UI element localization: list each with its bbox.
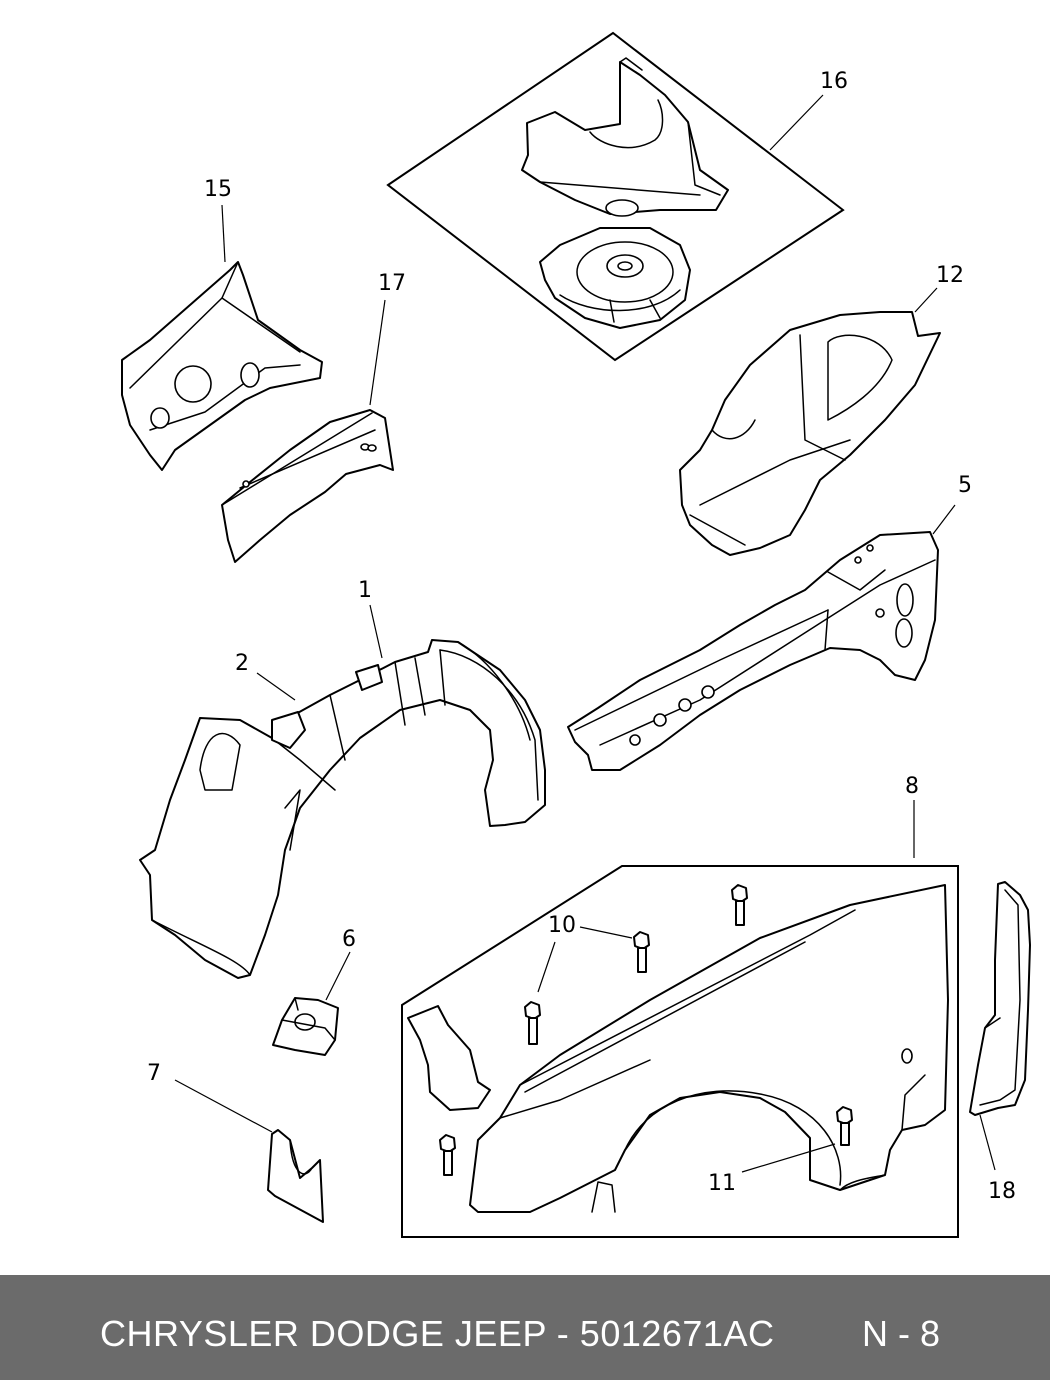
callout-12: 12 bbox=[936, 263, 964, 288]
bolt bbox=[524, 1001, 541, 1045]
callout-18: 18 bbox=[988, 1179, 1016, 1204]
part-15-bracket: 15 bbox=[121, 177, 323, 471]
part-12-wheelhouse-panel: 12 bbox=[679, 263, 964, 556]
page-reference: N - 8 bbox=[862, 1313, 941, 1354]
part-6-clip-nut: 6 bbox=[272, 927, 356, 1056]
callout-1: 1 bbox=[358, 578, 372, 603]
callout-17: 17 bbox=[378, 271, 406, 296]
callout-2: 2 bbox=[235, 651, 249, 676]
callout-15: 15 bbox=[204, 177, 232, 202]
callout-6: 6 bbox=[342, 927, 356, 952]
part-1-fender-liner: 1 2 bbox=[139, 578, 546, 979]
part-8-fender-assembly: 8 bbox=[401, 774, 959, 1238]
callout-8: 8 bbox=[905, 774, 919, 799]
part-7-shim: 7 bbox=[147, 1061, 324, 1223]
part-17-reinforcement: 17 bbox=[221, 271, 406, 563]
part-18-seal: 18 bbox=[969, 881, 1031, 1204]
bolt bbox=[731, 884, 748, 926]
part-16-strut-tower: 16 bbox=[386, 31, 848, 362]
bolt bbox=[836, 1106, 853, 1146]
bolt bbox=[439, 1134, 456, 1176]
bolt bbox=[633, 931, 650, 973]
footer-bar: CHRYSLER DODGE JEEP - 5012671AC N - 8 bbox=[0, 1275, 1050, 1380]
part-5-frame-rail: 5 bbox=[567, 473, 972, 771]
part-number-title: CHRYSLER DODGE JEEP - 5012671AC bbox=[100, 1313, 775, 1354]
parts-diagram: 16 15 17 12 bbox=[121, 31, 1031, 1238]
callout-10: 10 bbox=[548, 913, 576, 938]
callout-5: 5 bbox=[958, 473, 972, 498]
callout-16: 16 bbox=[820, 69, 848, 94]
callout-7: 7 bbox=[147, 1061, 161, 1086]
callout-11: 11 bbox=[708, 1171, 736, 1196]
